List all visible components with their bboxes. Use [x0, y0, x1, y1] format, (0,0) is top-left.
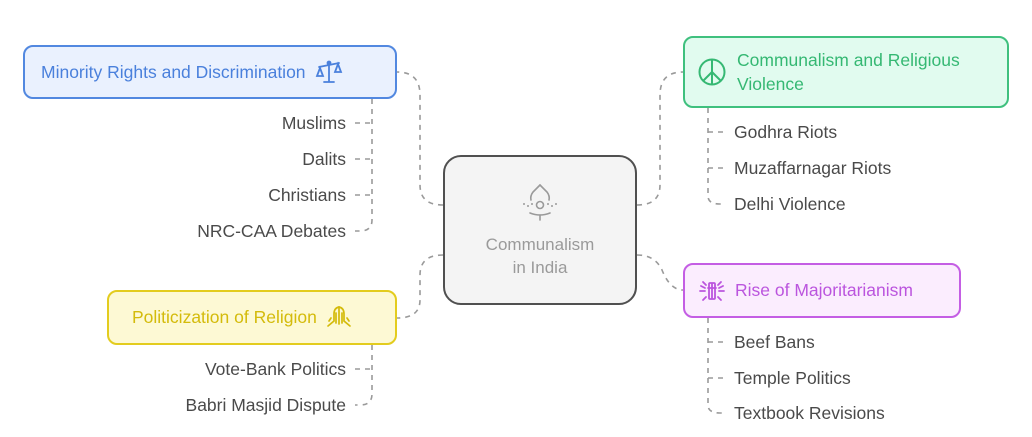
topic-majoritarianism[interactable]: Rise of Majoritarianism: [683, 263, 961, 318]
leaf-muslims[interactable]: Muslims: [281, 113, 346, 133]
topic-label: Rise of Majoritarianism: [735, 280, 913, 300]
topic-politicization[interactable]: Politicization of Religion: [107, 290, 397, 345]
leaf-christians[interactable]: Christians: [268, 185, 346, 205]
leaf-muzaffarnagar-riots[interactable]: Muzaffarnagar Riots: [734, 158, 892, 178]
leaf-delhi-violence[interactable]: Delhi Violence: [734, 194, 846, 214]
topic-religious-violence[interactable]: Communalism and Religious Violence: [683, 36, 1009, 108]
leaf-beef-bans[interactable]: Beef Bans: [734, 332, 815, 352]
scales-icon: [314, 59, 344, 85]
leaf-dalits[interactable]: Dalits: [302, 149, 346, 169]
center-node[interactable]: Communalism in India: [443, 155, 637, 305]
topic-label: Communalism and Religious Violence: [737, 50, 960, 94]
leaf-nrc-caa-debates[interactable]: NRC-CAA Debates: [197, 221, 346, 241]
leaf-temple-politics[interactable]: Temple Politics: [734, 368, 851, 388]
radiant-cross-icon: [697, 276, 727, 306]
leaf-godhra-riots[interactable]: Godhra Riots: [734, 122, 838, 142]
center-label: Communalism in India: [485, 235, 595, 277]
leaf-vote-bank-politics[interactable]: Vote-Bank Politics: [204, 359, 346, 379]
topic-minority-rights[interactable]: Minority Rights and Discrimination: [23, 45, 397, 99]
leaf-babri-masjid-dispute[interactable]: Babri Masjid Dispute: [185, 395, 346, 415]
topic-label: Politicization of Religion: [132, 307, 317, 327]
leaf-textbook-revisions[interactable]: Textbook Revisions: [734, 403, 885, 423]
peace-icon: [697, 57, 727, 87]
topic-label: Minority Rights and Discrimination: [41, 61, 306, 82]
lotus-icon: [523, 184, 557, 221]
praying-hands-icon: [325, 304, 353, 332]
